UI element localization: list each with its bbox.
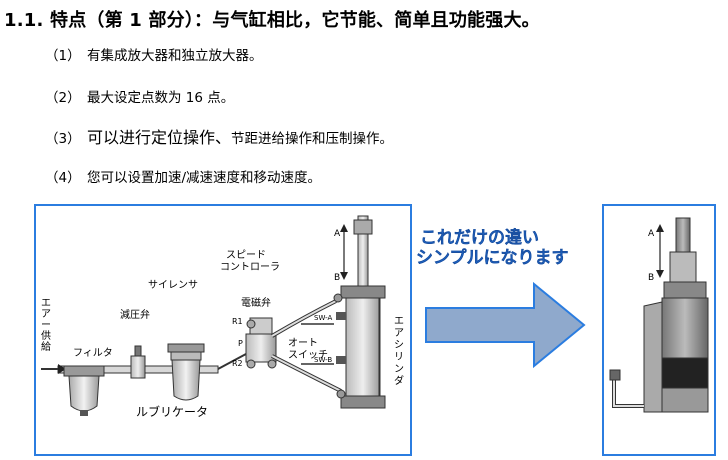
svg-text:ン: ン xyxy=(394,364,404,375)
label-a: A xyxy=(334,229,341,239)
feature-item-4: （4） 您可以设置加速/减速速度和移动速度。 xyxy=(45,166,321,186)
item-text-large: 可以进行定位操作、 xyxy=(87,128,232,147)
svg-text:ダ: ダ xyxy=(394,374,404,387)
lubricator-label: ルブリケータ xyxy=(136,404,208,419)
pneumatic-diagram: A B スピード コントローラ サイレンサ 電磁弁 減圧弁 フィルタ ルブリケー… xyxy=(41,215,404,419)
solenoid-valve xyxy=(217,317,277,370)
svg-text:リ: リ xyxy=(394,352,404,363)
item-number: （4） xyxy=(45,170,81,186)
feature-item-3: （3） 可以进行定位操作、节距进给操作和压制操作。 xyxy=(45,124,393,148)
item-number: （1） xyxy=(45,48,81,64)
solenoid-valve-label: 電磁弁 xyxy=(241,296,271,309)
sw-b-label: SW-B xyxy=(314,356,332,364)
svg-text:給: 給 xyxy=(41,340,51,353)
speed-controller-label-1: スピード xyxy=(226,249,266,261)
p-label: P xyxy=(238,339,243,348)
item-text: 最大设定点数为 16 点。 xyxy=(87,90,235,106)
cylinder-tubes xyxy=(270,299,342,393)
item-text: 节距进给操作和压制操作。 xyxy=(231,131,394,147)
item-number: （3） xyxy=(45,131,81,147)
stroke-indicator xyxy=(340,224,348,280)
page-title: 1.1. 特点（第 1 部分）：与气缸相比，它节能、简单且功能强大。 xyxy=(4,10,540,31)
comparison-slogan: これだけの違い シンプルになります xyxy=(416,228,569,268)
svg-text:エ: エ xyxy=(394,316,404,327)
big-arrow-icon xyxy=(425,281,586,369)
actuator-label-b: B xyxy=(648,273,654,283)
lubricator-unit xyxy=(167,343,205,401)
actuator-body xyxy=(609,217,709,413)
auto-switch-label-2: スイッチ xyxy=(288,349,328,361)
feature-item-2: （2） 最大设定点数为 16 点。 xyxy=(45,86,234,106)
regulator-label: 減圧弁 xyxy=(120,308,150,321)
r2-label: R2 xyxy=(232,359,243,368)
slogan-line-1: これだけの違い xyxy=(420,228,539,248)
feature-item-1: （1） 有集成放大器和独立放大器。 xyxy=(45,44,263,64)
electric-actuator-panel: A B xyxy=(602,204,716,456)
sw-a-label: SW-A xyxy=(314,314,332,322)
item-text: 有集成放大器和独立放大器。 xyxy=(87,48,263,64)
filter-unit xyxy=(63,365,105,416)
electric-actuator-diagram: A B xyxy=(609,217,709,413)
item-number: （2） xyxy=(45,90,81,106)
speed-controller-label-2: コントローラ xyxy=(220,261,280,273)
regulator-unit xyxy=(130,345,146,379)
air-cylinder-label: エ ア シ リ ン ダ xyxy=(394,316,404,387)
actuator-label-a: A xyxy=(648,229,655,239)
filter-label: フィルタ xyxy=(73,347,113,359)
actuator-stroke-indicator xyxy=(656,224,664,278)
svg-text:ー: ー xyxy=(41,320,51,331)
air-cylinder xyxy=(333,215,386,409)
silencer-label: サイレンサ xyxy=(148,279,198,291)
svg-text:ア: ア xyxy=(394,328,404,339)
slogan-line-2: シンプルになります xyxy=(416,248,569,268)
item-text: 您可以设置加速/减速速度和移动速度。 xyxy=(87,170,322,186)
svg-text:シ: シ xyxy=(394,340,404,351)
svg-text:ア: ア xyxy=(41,309,51,320)
air-supply-label: エ ア ー 供 給 xyxy=(41,298,51,353)
label-b: B xyxy=(334,273,340,283)
svg-text:供: 供 xyxy=(41,329,51,342)
svg-text:エ: エ xyxy=(41,298,51,309)
pneumatic-diagram-panel: A B スピード コントローラ サイレンサ 電磁弁 減圧弁 フィルタ ルブリケー… xyxy=(34,204,412,456)
auto-switch-label-1: オート xyxy=(288,337,318,349)
r1-label: R1 xyxy=(232,317,243,326)
